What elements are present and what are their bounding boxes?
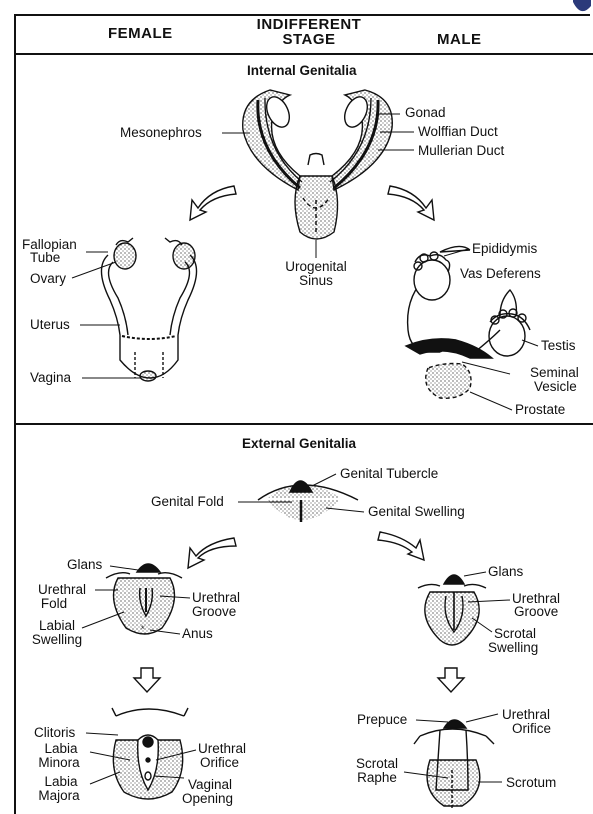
female-internal-drawing — [101, 238, 196, 381]
label-labial-swelling-2: Swelling — [26, 633, 88, 647]
label-vaginal-opening-2: Opening — [182, 792, 233, 806]
label-prostate: Prostate — [515, 403, 565, 417]
label-prepuce: Prepuce — [357, 713, 407, 727]
arrow-to-female-internal — [190, 186, 236, 220]
label-ovary: Ovary — [30, 272, 66, 286]
label-urethral-groove-female-2: Groove — [192, 605, 236, 619]
label-urethral-orifice-female-1: Urethral — [198, 742, 246, 756]
label-scrotal-raphe-2: Raphe — [348, 771, 406, 785]
label-fallopian-tube-2: Tube — [30, 251, 60, 265]
label-genital-tubercle: Genital Tubercle — [340, 467, 438, 481]
label-seminal-vesicle-1: Seminal — [530, 366, 579, 380]
label-urogenital-sinus-1: Urogenital — [276, 260, 356, 274]
label-glans-male: Glans — [488, 565, 523, 579]
label-vaginal-opening-1: Vaginal — [188, 778, 232, 792]
male-external-stage1-drawing — [418, 575, 486, 645]
arrow-to-female-external — [188, 538, 236, 568]
label-scrotal-raphe-1: Scrotal — [348, 757, 406, 771]
label-clitoris: Clitoris — [34, 726, 75, 740]
label-wolffian-duct: Wolffian Duct — [418, 125, 498, 139]
label-scrotal-swelling-1: Scrotal — [494, 627, 536, 641]
arrow-to-male-internal — [388, 186, 434, 220]
label-labia-minora-2: Minora — [30, 756, 88, 770]
label-scrotum: Scrotum — [506, 776, 556, 790]
label-scrotal-swelling-2: Swelling — [488, 641, 538, 655]
label-vas-deferens: Vas Deferens — [460, 267, 541, 281]
arrow-to-male-external — [378, 532, 424, 560]
label-vagina: Vagina — [30, 371, 71, 385]
svg-text:*: * — [141, 624, 145, 634]
label-epididymis: Epididymis — [472, 242, 537, 256]
male-external-final-drawing — [414, 720, 494, 808]
label-urethral-fold-2: Fold — [30, 597, 78, 611]
down-arrow-male — [438, 668, 464, 692]
label-seminal-vesicle-2: Vesicle — [534, 380, 577, 394]
indifferent-internal-drawing — [243, 90, 393, 239]
label-anus: Anus — [182, 627, 213, 641]
label-uterus: Uterus — [30, 318, 70, 332]
label-urethral-orifice-female-2: Orifice — [200, 756, 239, 770]
label-urethral-orifice-male-2: Orifice — [512, 722, 551, 736]
down-arrow-female — [134, 668, 160, 692]
label-urethral-fold-1: Urethral — [30, 583, 94, 597]
label-urogenital-sinus-2: Sinus — [276, 274, 356, 288]
label-mullerian-duct: Mullerian Duct — [418, 144, 504, 158]
female-external-final-drawing — [112, 708, 188, 799]
label-labia-majora-2: Majora — [30, 789, 88, 803]
label-labia-minora-1: Labia — [32, 742, 90, 756]
label-testis: Testis — [541, 339, 576, 353]
female-external-stage1-drawing: * — [106, 564, 182, 634]
label-mesonephros: Mesonephros — [120, 126, 202, 140]
label-gonad: Gonad — [405, 106, 446, 120]
label-genital-fold: Genital Fold — [151, 495, 224, 509]
label-labial-swelling-1: Labial — [30, 619, 84, 633]
label-urethral-orifice-male-1: Urethral — [502, 708, 550, 722]
label-labia-majora-1: Labia — [32, 775, 90, 789]
label-urethral-groove-male-2: Groove — [514, 605, 558, 619]
label-urethral-groove-female-1: Urethral — [192, 591, 240, 605]
label-genital-swelling: Genital Swelling — [368, 505, 465, 519]
label-glans-female: Glans — [67, 558, 102, 572]
